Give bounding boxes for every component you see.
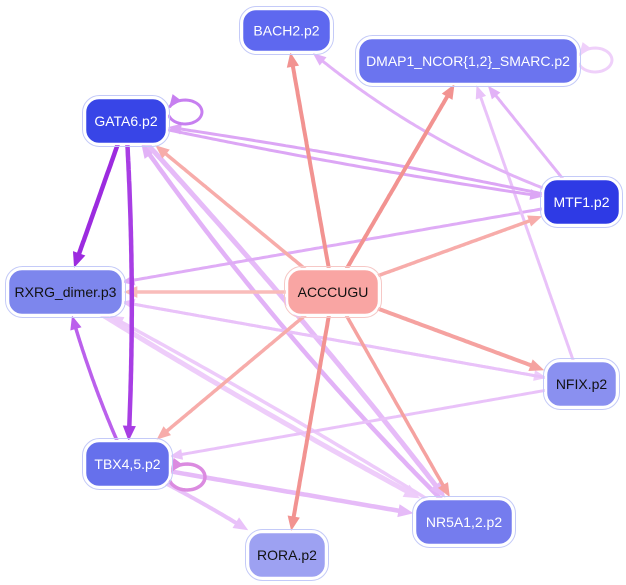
- node-body: [544, 359, 619, 409]
- node-body: [83, 96, 169, 146]
- node-body: [240, 7, 333, 54]
- edge-nr5a-gata6: [145, 150, 467, 525]
- node-dmap1[interactable]: DMAP1_NCOR{1,2}_SMARC.p2: [355, 35, 581, 87]
- node-rxrg[interactable]: RXRG_dimer.p3: [5, 266, 126, 318]
- edge-gata6-mtf1: [124, 119, 535, 197]
- edge-nfix-dmap1: [478, 93, 583, 386]
- arrowhead: [528, 359, 545, 371]
- arrowhead: [402, 484, 421, 499]
- node-outline: [355, 35, 581, 87]
- node-mtf1[interactable]: MTF1.p2: [540, 176, 623, 228]
- self-loop-dmap1: [577, 46, 614, 74]
- node-label: NFIX.p2: [556, 376, 608, 392]
- node-outline: [5, 266, 126, 318]
- node-outline: [82, 95, 170, 147]
- edge-mtf1-gata6: [176, 127, 583, 204]
- node-outline: [284, 266, 382, 318]
- edge-mirna-bach2: [290, 61, 335, 294]
- node-outline: [245, 529, 329, 581]
- edge-tbx-nr5a: [125, 461, 404, 514]
- arrowhead: [475, 85, 487, 100]
- edge-mirna-nr5a: [331, 290, 447, 490]
- arrowhead: [156, 426, 172, 440]
- arrowhead: [487, 85, 501, 100]
- node-label: DMAP1_NCOR{1,2}_SMARC.p2: [366, 53, 570, 69]
- edge-mtf1-bach2: [319, 58, 583, 204]
- node-nfix[interactable]: NFIX.p2: [543, 358, 620, 410]
- edge-mirna-dmap1: [331, 92, 451, 294]
- edge-gata6-nr5a: [123, 118, 440, 491]
- arrowhead: [70, 315, 82, 331]
- node-label: MTF1.p2: [553, 194, 609, 210]
- node-outline: [540, 176, 623, 228]
- edge-mirna-rora: [291, 290, 335, 522]
- arrowhead: [312, 53, 327, 66]
- arrowhead: [527, 215, 543, 227]
- arrowhead: [232, 517, 249, 531]
- arrowhead: [72, 251, 86, 268]
- node-body: [356, 36, 580, 86]
- node-nr5a[interactable]: NR5A1,2.p2: [412, 496, 516, 548]
- edge-rxrg-nr5a: [63, 289, 412, 495]
- node-rora[interactable]: RORA.p2: [245, 529, 329, 581]
- arrowhead: [287, 515, 300, 531]
- arrowhead: [529, 189, 544, 200]
- node-body: [83, 439, 172, 489]
- node-label: RORA.p2: [257, 547, 317, 563]
- arrowhead: [437, 482, 450, 498]
- self-loop-gata6: [167, 98, 204, 126]
- arrowhead: [122, 425, 136, 442]
- node-outline: [239, 6, 334, 55]
- node-outline: [82, 438, 173, 490]
- node-body: [413, 497, 515, 547]
- arrowhead: [441, 84, 455, 100]
- node-body: [541, 177, 622, 227]
- node-tbx[interactable]: TBX4,5.p2: [82, 438, 173, 490]
- edge-nr5a-rxrg: [117, 319, 466, 524]
- arrowhead: [170, 457, 184, 473]
- node-gata6[interactable]: GATA6.p2: [82, 95, 170, 147]
- node-label: TBX4,5.p2: [94, 456, 160, 472]
- node-label: BACH2.p2: [253, 23, 319, 39]
- edge-nfix-tbx: [178, 382, 583, 457]
- edges-layer: [63, 52, 583, 531]
- edge-nfix-rxrg: [130, 302, 583, 386]
- node-body: [246, 530, 328, 580]
- node-body: [6, 267, 125, 317]
- node-label: GATA6.p2: [94, 113, 158, 129]
- node-label: RXRG_dimer.p3: [15, 284, 117, 300]
- node-outline: [543, 358, 620, 410]
- arrowhead: [579, 42, 592, 56]
- edge-mtf1-rxrg: [130, 200, 583, 282]
- node-mirna[interactable]: ACCCUGU: [284, 266, 382, 318]
- self-loops-layer: [167, 42, 614, 492]
- arrowhead: [155, 145, 170, 159]
- node-outline: [412, 496, 516, 548]
- node-bach2[interactable]: BACH2.p2: [239, 6, 334, 55]
- edge-gata6-tbx: [123, 118, 135, 432]
- node-label: NR5A1,2.p2: [426, 514, 502, 530]
- self-loop-tbx: [168, 462, 207, 492]
- nodes-layer: BACH2.p2DMAP1_NCOR{1,2}_SMARC.p2GATA6.p2…: [5, 6, 623, 581]
- arrowhead: [286, 52, 300, 68]
- node-body: [285, 267, 381, 317]
- node-label: ACCCUGU: [298, 284, 369, 300]
- arrowhead: [397, 504, 414, 518]
- arrowhead: [109, 315, 125, 328]
- arrowhead: [169, 94, 182, 108]
